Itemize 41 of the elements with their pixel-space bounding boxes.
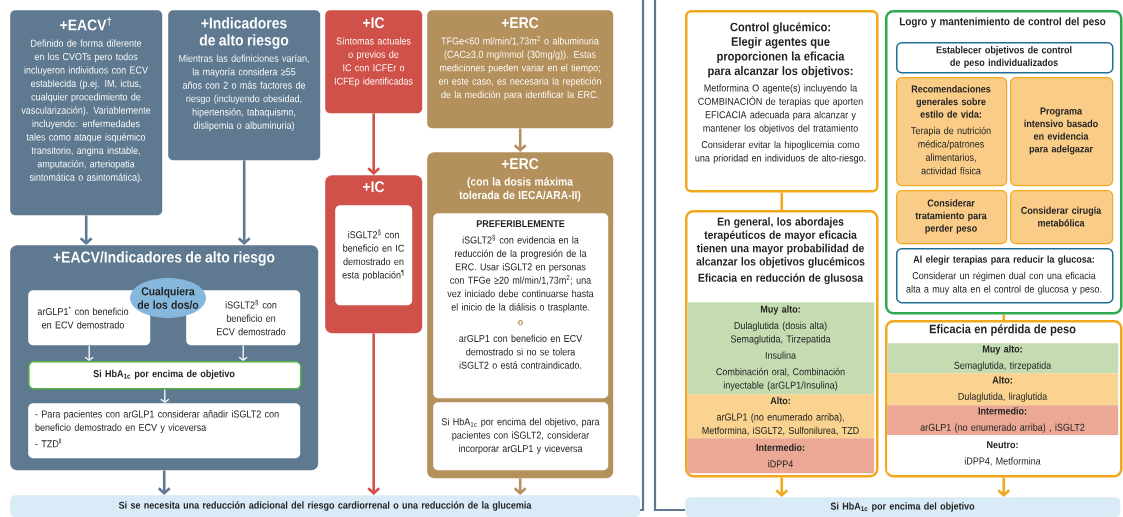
goal-box: Establecer objetivos de control de peso individualizados bbox=[896, 42, 1114, 74]
efficacy-band: Intermedio: iDPP4 bbox=[687, 438, 875, 474]
arrow bbox=[84, 344, 94, 361]
arrow bbox=[997, 477, 1011, 497]
note-box: Si HbA$_{1c}$ por encima del objetivo, para pacientes con iSGLT2, considerar incorporar arGLP1 y viceversa bbox=[433, 402, 609, 471]
option-box: Considerar tratamiento para perder peso bbox=[896, 190, 1008, 245]
efficacy-band: Muy alto: Dulaglutida (dosis alta) Semaglutida, Tirzepatida Insulina Combinación oral, Combinación inyectable (arGLP1/Insulina) bbox=[687, 302, 875, 395]
node-label: Neutro: bbox=[987, 441, 1018, 449]
info-box: +IC Síntomas actuales o previos de IC con ICFEr o ICFEp identificadas bbox=[325, 10, 423, 114]
condition-box: Si HbA$_{1c}$ por encima de objetivo bbox=[28, 361, 302, 390]
info-box: +Indicadores de alto riesgo Mientras las definiciones varían, la mayoría considera ≥55 años con 2 o más factores de riesgo (incluyendo obesidad, hipertensión, tabaquismo, dislipemia o albuminuria) bbox=[168, 10, 321, 161]
arrow bbox=[775, 477, 789, 497]
info-box: +EACV$^{†}$ Definido de forma diferente en los CVOTs pero todos incluyeron individuos con ECV establecida (p.ej. IM, ictus, cualquier procedimiento de vascularización). Variablemente incluyendo: enfermedades tales como ataque isquémico transitorio, angina instable, amputación, arteriopatia sintomática o asintomática). bbox=[10, 10, 163, 216]
info-box: +ERC TFGe<60 ml/min/1,73m$^{2}$ o albuminuria (CAC≥3,0 mg/mmol (30mg/g)). Estas mediciones pueden variar en el tiempo; en este caso, es necesaria la repetición de la medición para identificar la ERC. bbox=[427, 10, 614, 129]
treatment-box: PREFERIBLEMENTE iSGLT2$^{§}$ con evidencia en la reducción de la progresión de la ERC. Usar iSGLT2 en personas con TFGe ≥20 ml/min/1,73m$^{2}$; una vez iniciado debe continuarse hasta el inicio de la diálisis o trasplante. o arGLP1 con beneficio en ECV demostrado si no se tolera iSGLT2 o está contraindicado. bbox=[433, 213, 609, 399]
arrow bbox=[367, 113, 381, 175]
connector-line bbox=[1002, 314, 1006, 320]
condition-band: Si se necesita una reducción adicional del riesgo cardiorrenal o una reducción de la glucemia bbox=[10, 495, 641, 517]
node-label: iDPP4, Metformina bbox=[964, 457, 1041, 466]
arrow bbox=[513, 128, 527, 152]
arrow bbox=[160, 388, 170, 403]
arrow bbox=[238, 344, 248, 361]
advice-box: Al elegir terapias para reducir la glucosa: Considerar un régimen dual con una eficacia alta a muy alta en el control de glucosa y peso. bbox=[896, 248, 1114, 304]
efficacy-band: Neutro: iDPP4, Metformina bbox=[887, 435, 1119, 473]
arrow bbox=[513, 478, 527, 495]
option-box: Considerar cirugía metabólica bbox=[1010, 190, 1114, 245]
option-box: Recomendaciones generales sobre estilo de vida: Terapia de nutrición médica/patrones alimentarios, actividad física bbox=[896, 77, 1008, 187]
efficacy-band: Intermedio: arGLP1 (no enumerado arriba) , iSGLT2 bbox=[887, 405, 1119, 436]
treatment-box: iSGLT2$^{§}$ con beneficio en IC demostrado en esta población$^{¶}$ bbox=[335, 205, 413, 306]
condition-band: Si HbA$_{1c}$ por encima del objetivo bbox=[685, 497, 1121, 517]
option-box: Programa intensivo basado en evidencia para adelgazar bbox=[1010, 77, 1114, 187]
note-box: - Para pacientes con arGLP1 considerar añadir iSGLT2 con beneficio demostrado en ECV y viceversa - TZD$^{‖}$ bbox=[28, 403, 301, 459]
arrow bbox=[79, 215, 93, 245]
arrow bbox=[157, 470, 171, 495]
connector-line bbox=[780, 192, 784, 210]
efficacy-band: Alto: Dulaglutida, liraglutida bbox=[887, 373, 1119, 406]
efficacy-band: Muy alto: Semaglutida, tirzepatida bbox=[887, 343, 1119, 374]
goal-box: Control glucémico: Elegir agentes que proporcionen la eficacia para alcanzar los objetivos: Metformina O agente(s) incluyendo la COMBINACIÓN de terapias que aporten EFICACIA adecuada para alcanzar y mantener los objetivos del tratamiento Considerar evitar la hipoglicemia como una prioridad en individuos de alto-riesgo. bbox=[685, 10, 879, 193]
efficacy-band: Alto: arGLP1 (no enumerado arriba), Metformina, iSGLT2, Sulfonilurea, TZD bbox=[687, 394, 875, 439]
arrow bbox=[367, 333, 381, 495]
arrow bbox=[237, 160, 251, 245]
